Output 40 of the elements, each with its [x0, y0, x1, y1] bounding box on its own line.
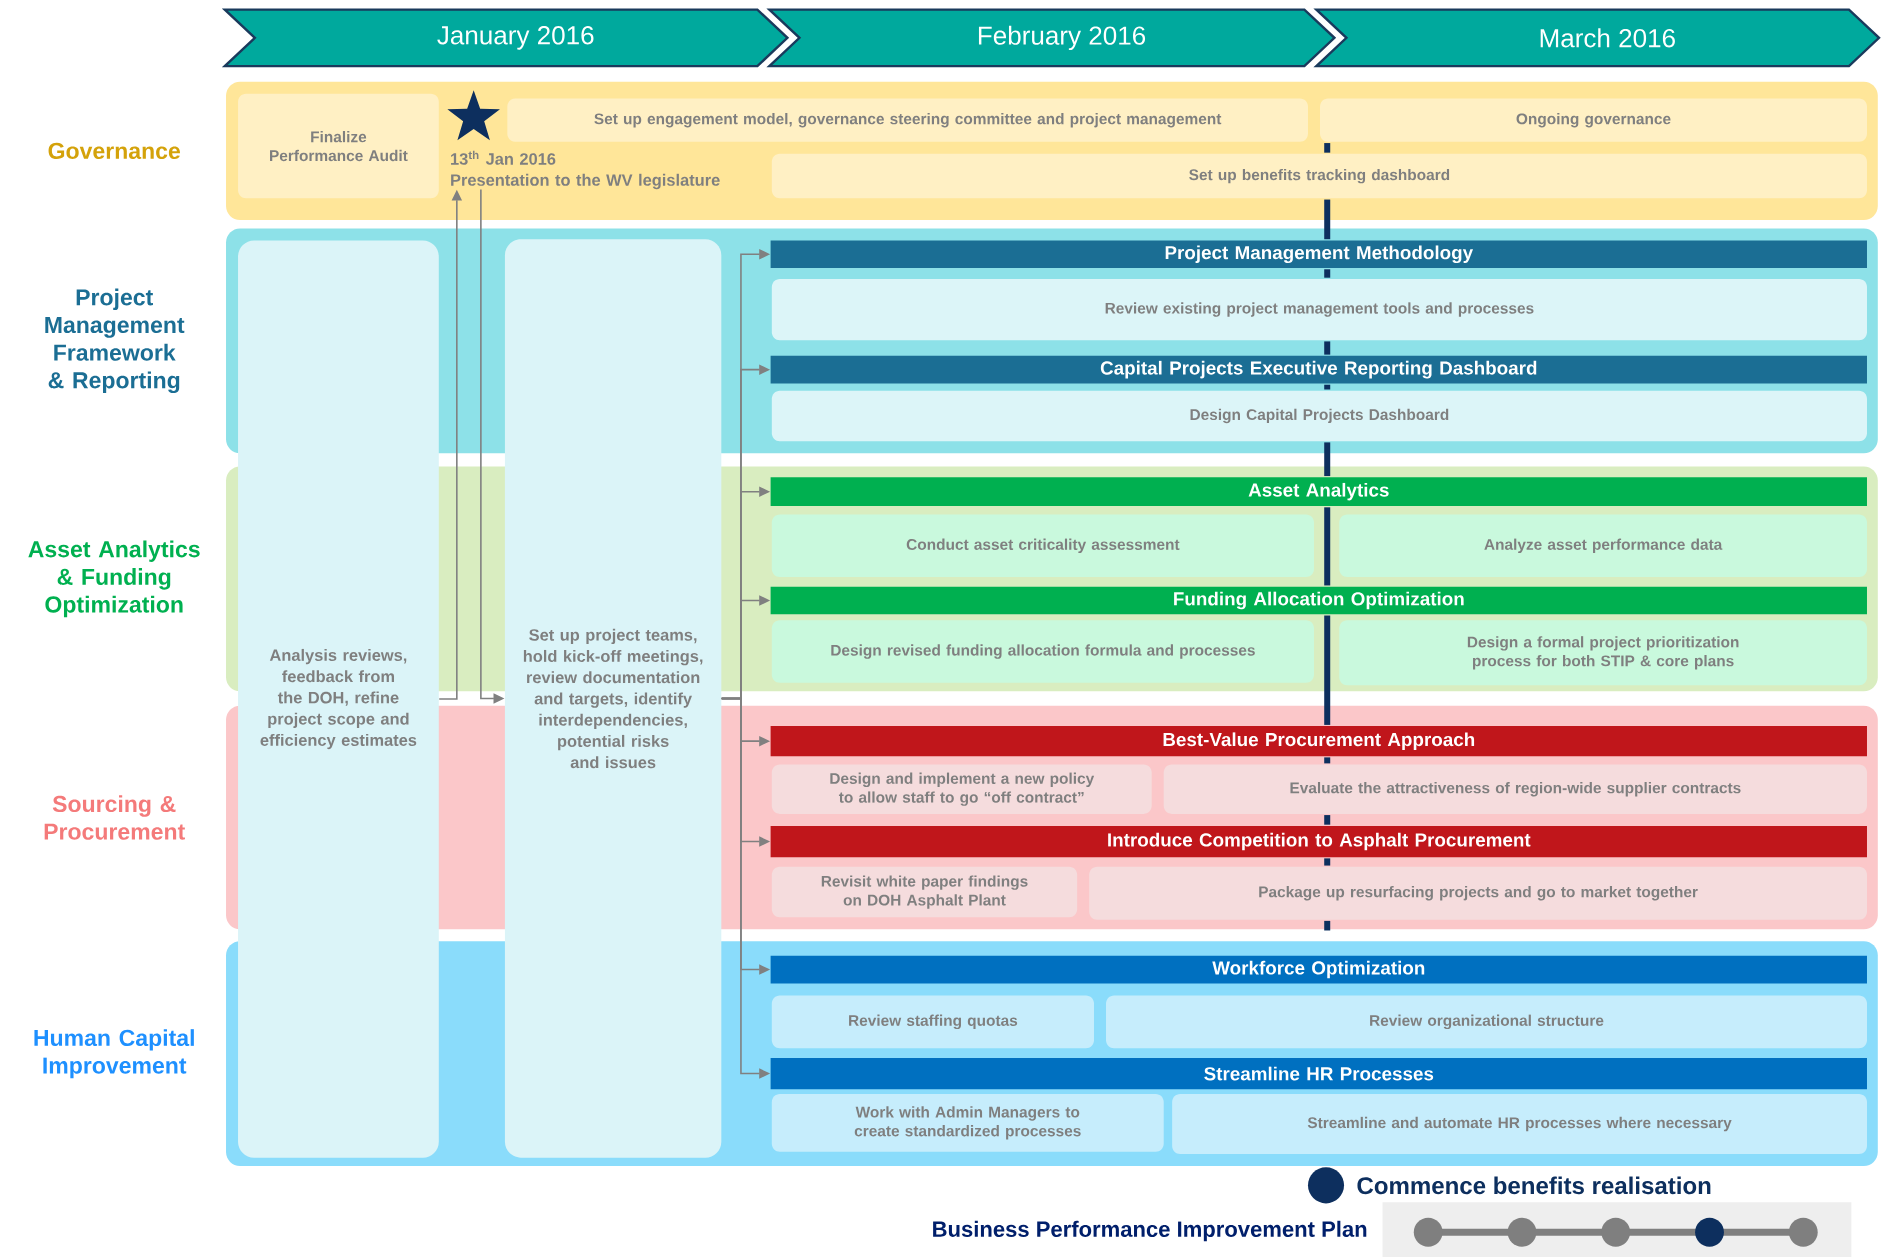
task-box: Ongoing governance — [1320, 98, 1867, 142]
lane-heading: Sourcing & Procurement — [44, 794, 185, 840]
task-box: Design and implement a new policy to allow staff to go “off contract” — [771, 764, 1152, 814]
task-box: Design Capital Projects Dashboard — [771, 390, 1867, 441]
activity-box: Analysis reviews, feedback from the DOH, refine project scope and efficiency estimates — [238, 240, 439, 1158]
task-box: Review existing project management tools and processes — [771, 278, 1867, 340]
initiative-header-bar: Workforce Optimization — [770, 955, 1867, 984]
task-box: Work with Admin Managers to create standardized processes — [771, 1093, 1164, 1152]
task-box: Analyze asset performance data — [1339, 514, 1867, 577]
task-box: Evaluate the attractiveness of region-wide supplier contracts — [1163, 764, 1867, 814]
lane-heading: Human Capital Improvement — [34, 1028, 194, 1079]
initiative-header-bar: Introduce Competition to Asphalt Procurement — [770, 825, 1867, 857]
activity-box: Set up project teams, hold kick-off meetings, review documentation and targets, identify interdependencies, potential risks and issues — [504, 239, 722, 1158]
lane-heading: Project Management Framework & Reporting — [45, 288, 185, 393]
task-box: Set up engagement model, governance steering committee and project management — [507, 98, 1308, 142]
task-box: Finalize Performance Audit — [238, 93, 439, 199]
initiative-header-bar: Best-Value Procurement Approach — [770, 725, 1867, 756]
milestone-note: 13$^{th}$ Jan 2016 Presentation to the WV legislature — [451, 150, 720, 189]
task-box: Review organizational structure — [1106, 995, 1867, 1049]
initiative-header-bar: Funding Allocation Optimization — [770, 586, 1867, 615]
initiative-header-bar: Streamline HR Processes — [770, 1057, 1867, 1089]
initiative-header-bar: Asset Analytics — [770, 477, 1867, 506]
lane-heading: Governance — [48, 142, 180, 159]
plan-title: Business Performance Improvement Plan — [933, 1220, 1367, 1242]
task-box: Design revised funding allocation formula and processes — [771, 620, 1314, 683]
initiative-header-bar: Project Management Methodology — [770, 240, 1867, 268]
node-label: March 2016 — [1540, 28, 1675, 48]
task-box: Review staffing quotas — [771, 995, 1094, 1049]
task-box: Streamline and automate HR processes where necessary — [1172, 1093, 1867, 1154]
task-box: Conduct asset criticality assessment — [771, 514, 1314, 577]
initiative-header-bar: Capital Projects Executive Reporting Dashboard — [770, 355, 1867, 384]
task-box: Set up benefits tracking dashboard — [771, 153, 1867, 199]
legend-label: Commence benefits realisation — [1357, 1176, 1711, 1194]
month-banner: February 2016 — [766, 8, 1337, 68]
task-box: Design a formal project prioritization process for both STIP & core plans — [1339, 620, 1867, 685]
month-banner: March 2016 — [1313, 8, 1881, 68]
lane-heading: Asset Analytics & Funding Optimization — [28, 540, 200, 617]
task-box: Package up resurfacing projects and go to market together — [1089, 866, 1867, 920]
task-box: Revisit white paper findings on DOH Asphalt Plant — [771, 866, 1078, 918]
month-banner: January 2016 — [221, 8, 790, 68]
